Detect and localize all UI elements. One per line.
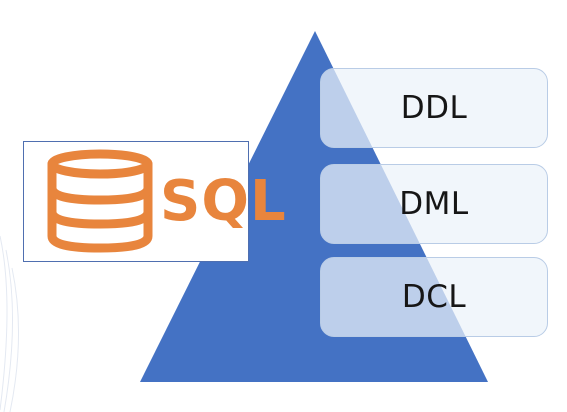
database-icon <box>47 149 153 253</box>
layer-dml-label: DML <box>399 186 469 222</box>
background-wave-lines <box>0 235 20 412</box>
layer-ddl-label: DDL <box>400 90 468 126</box>
sql-logo: SQL <box>23 141 286 262</box>
layer-dml: DML <box>320 164 548 244</box>
layer-dcl-label: DCL <box>401 279 467 315</box>
sql-logo-text: SQL <box>160 169 287 234</box>
layer-ddl: DDL <box>320 68 548 148</box>
layer-dcl: DCL <box>320 257 548 337</box>
